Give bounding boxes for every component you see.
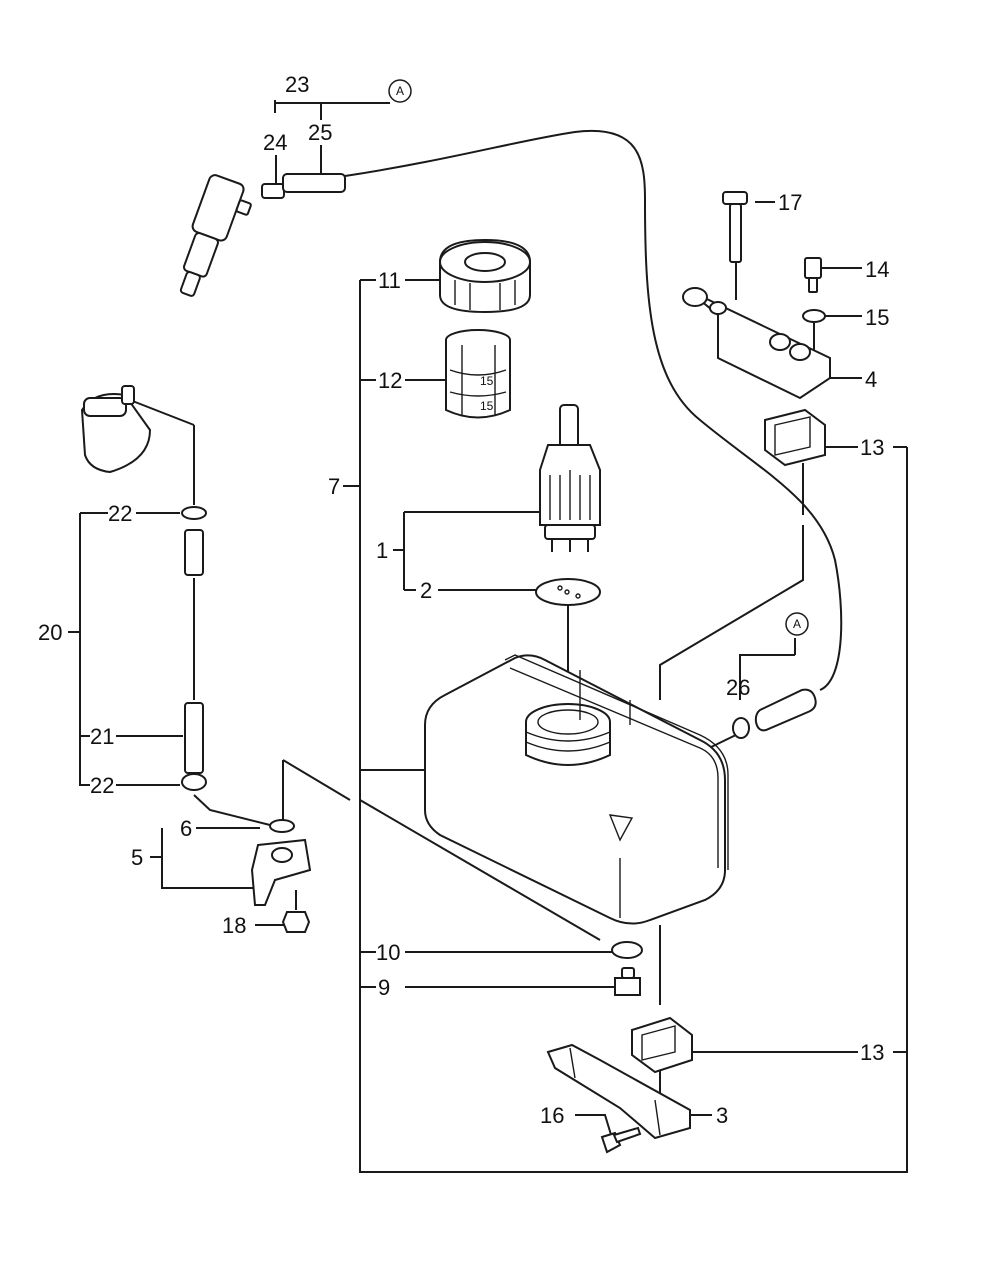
primer-pump [80, 385, 152, 474]
bolt-16 [600, 1126, 642, 1154]
screw-14 [804, 257, 822, 293]
callout-labels: 23 24 25 11 12 7 1 2 17 14 15 4 13 26 22… [38, 72, 889, 1128]
washer-15 [802, 309, 826, 323]
tube-upper [184, 529, 204, 576]
tank-bracket [682, 287, 831, 400]
clamp-22-upper [181, 506, 207, 520]
reference-letter: A [396, 84, 404, 98]
callout-11: 11 [378, 268, 401, 293]
rubber-pad-upper [764, 408, 826, 467]
callout-26: 26 [726, 675, 750, 700]
strainer-mark: 15 [480, 374, 494, 388]
bolt-17 [722, 191, 748, 263]
callout-18: 18 [222, 913, 246, 938]
callout-3: 3 [716, 1103, 728, 1128]
strainer: 15 15 [445, 329, 511, 419]
callout-23: 23 [285, 72, 309, 97]
callout-10: 10 [376, 940, 400, 965]
callout-7: 7 [328, 474, 340, 499]
callout-1: 1 [376, 538, 388, 563]
callout-13: 13 [860, 1040, 884, 1065]
fuel-tank [424, 654, 729, 925]
hose-fitting-24-25 [261, 173, 346, 199]
callout-5: 5 [131, 845, 143, 870]
callout-9: 9 [378, 975, 390, 1000]
tube-21 [184, 702, 204, 774]
callout-14: 14 [865, 257, 889, 282]
reference-letter: A [793, 617, 801, 631]
callout-25: 25 [308, 120, 332, 145]
callout-6: 6 [180, 816, 192, 841]
callout-4: 4 [865, 367, 877, 392]
callout-22: 22 [90, 773, 114, 798]
tank-cap [439, 238, 531, 314]
callout-21: 21 [90, 724, 114, 749]
callout-13: 13 [860, 435, 884, 460]
fuel-filter [539, 404, 601, 552]
reference-mark-a-top: A [388, 79, 412, 103]
washer-10 [611, 941, 643, 959]
callout-2: 2 [420, 578, 432, 603]
drain-bolt-9 [614, 967, 641, 996]
clamp-26 [732, 717, 750, 739]
strainer-mark: 15 [480, 399, 494, 413]
reference-mark-a-right: A [785, 612, 809, 636]
callout-17: 17 [778, 190, 802, 215]
callout-20: 20 [38, 620, 62, 645]
leader-lines [68, 100, 908, 1173]
fuel-cock-5 [250, 838, 312, 906]
callout-12: 12 [378, 368, 402, 393]
gasket-6 [269, 819, 295, 833]
clamp-22-lower [181, 773, 207, 791]
callout-24: 24 [263, 130, 287, 155]
nut-18 [281, 911, 311, 933]
return-hose [754, 688, 817, 732]
lower-bracket-3 [546, 1043, 691, 1140]
rubber-pad-lower [631, 1016, 693, 1074]
gasket [535, 578, 601, 606]
callout-16: 16 [540, 1103, 564, 1128]
callout-15: 15 [865, 305, 889, 330]
fuel-nozzle [179, 174, 252, 297]
callout-22: 22 [108, 501, 132, 526]
